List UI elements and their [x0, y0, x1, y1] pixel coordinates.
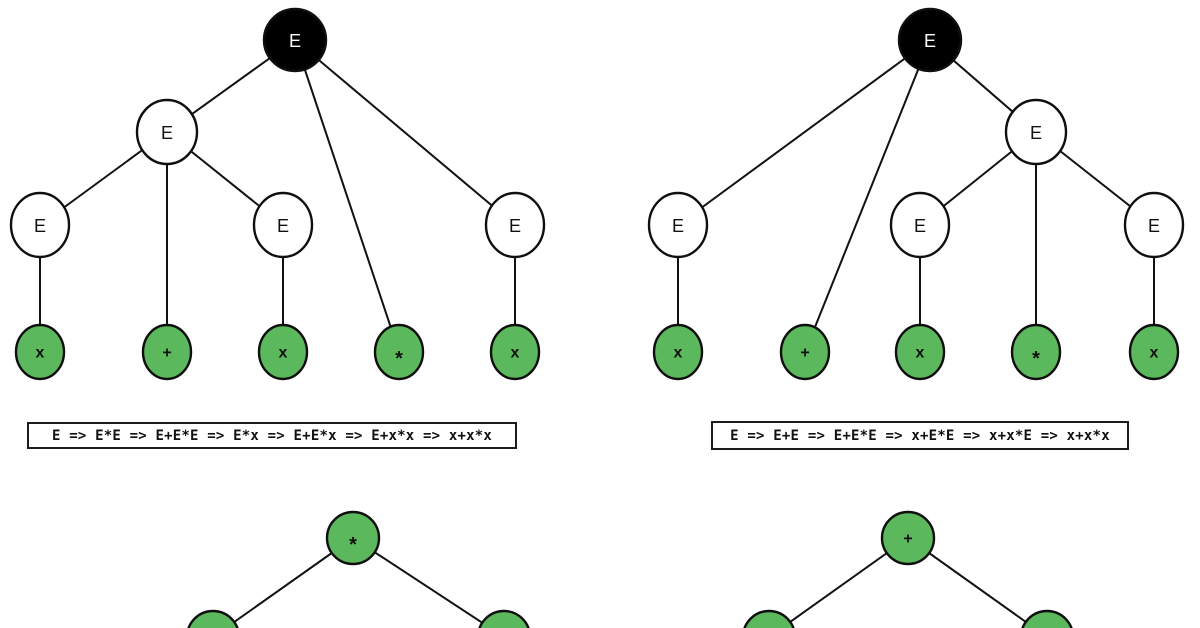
node-circle: [1128, 323, 1180, 381]
nonterminal-node-E: E: [252, 191, 314, 259]
nonterminal-node-E: E: [1004, 98, 1068, 166]
derivation-text-right: E => E+E => E+E*E => x+E*E => x+x*E => x…: [730, 427, 1110, 444]
terminal-node-x: x: [1128, 323, 1180, 381]
node-label: E: [34, 216, 46, 236]
node-circle: [373, 323, 425, 381]
node-circle: [647, 191, 709, 259]
nonterminal-node-E: E: [135, 98, 199, 166]
ast-bottom-left: * + x: [187, 510, 530, 628]
nonterminal-node-E: E: [484, 191, 546, 259]
tree-edge: [677, 39, 931, 226]
node-label: x: [511, 345, 520, 362]
node-circle: [478, 609, 530, 628]
node-circle: [14, 323, 66, 381]
node-label: x: [1150, 345, 1159, 362]
tree-edge: [294, 39, 400, 353]
node-circle: [889, 191, 951, 259]
node-circle: [779, 323, 831, 381]
terminal-node-star: *: [1010, 323, 1062, 381]
terminal-node-plus: +: [187, 609, 239, 628]
node-label: E: [509, 216, 521, 236]
node-label: E: [277, 216, 289, 236]
terminal-node-x: x: [652, 323, 704, 381]
terminal-node-plus: +: [880, 510, 936, 566]
node-circle: [187, 609, 239, 628]
node-label: *: [349, 534, 357, 556]
node-label: E: [289, 31, 301, 51]
node-label: +: [162, 345, 171, 362]
node-circle: [484, 191, 546, 259]
terminal-node-x: x: [478, 609, 530, 628]
node-label: E: [672, 216, 684, 236]
terminal-node-x: x: [743, 609, 795, 628]
node-circle: [262, 7, 328, 73]
derivation-box-right: E => E+E => E+E*E => x+E*E => x+x*E => x…: [711, 421, 1129, 450]
parse-tree-top-left: E E E E Ex + x * x: [9, 7, 546, 381]
node-circle: [257, 323, 309, 381]
node-circle: [1021, 609, 1073, 628]
node-circle: [880, 510, 936, 566]
parse-tree-top-right: E E E E Ex + x * x: [647, 7, 1185, 381]
node-circle: [325, 510, 381, 566]
node-circle: [652, 323, 704, 381]
terminal-node-plus: +: [779, 323, 831, 381]
terminal-node-x: x: [489, 323, 541, 381]
node-label: E: [161, 123, 173, 143]
node-circle: [743, 609, 795, 628]
nonterminal-node-E: E: [647, 191, 709, 259]
node-circle: [9, 191, 71, 259]
terminal-node-star: *: [373, 323, 425, 381]
nonterminal-node-E: E: [9, 191, 71, 259]
terminal-node-x: x: [894, 323, 946, 381]
node-label: E: [914, 216, 926, 236]
node-circle: [894, 323, 946, 381]
node-label: x: [916, 345, 925, 362]
terminal-node-x: x: [257, 323, 309, 381]
tree-edge: [223, 537, 354, 628]
node-label: x: [279, 345, 288, 362]
terminal-node-star: *: [1021, 609, 1073, 628]
terminal-node-plus: +: [141, 323, 193, 381]
root-node-E: E: [897, 7, 963, 73]
node-circle: [897, 7, 963, 73]
nonterminal-node-E: E: [1123, 191, 1185, 259]
node-circle: [135, 98, 199, 166]
node-label: x: [36, 345, 45, 362]
node-label: *: [1032, 348, 1040, 370]
node-circle: [141, 323, 193, 381]
node-label: x: [674, 345, 683, 362]
tree-edge: [294, 39, 516, 226]
nonterminal-node-E: E: [889, 191, 951, 259]
derivation-text-left: E => E*E => E+E*E => E*x => E+E*x => E+x…: [51, 427, 493, 444]
tree-edge: [779, 537, 909, 628]
node-circle: [1123, 191, 1185, 259]
node-circle: [489, 323, 541, 381]
node-label: E: [924, 31, 936, 51]
tree-edge: [907, 537, 1037, 628]
ast-bottom-right: + x *: [743, 510, 1073, 628]
node-label: +: [800, 345, 809, 362]
node-label: E: [1030, 123, 1042, 143]
terminal-node-star: *: [325, 510, 381, 566]
derivation-box-left: E => E*E => E+E*E => E*x => E+E*x => E+x…: [27, 422, 517, 449]
node-label: +: [903, 531, 912, 548]
node-circle: [1010, 323, 1062, 381]
node-label: E: [1148, 216, 1160, 236]
node-circle: [1004, 98, 1068, 166]
terminal-node-x: x: [14, 323, 66, 381]
root-node-E: E: [262, 7, 328, 73]
node-label: *: [395, 348, 403, 370]
tree-edge: [352, 537, 493, 628]
node-circle: [252, 191, 314, 259]
tree-edge: [804, 39, 931, 353]
